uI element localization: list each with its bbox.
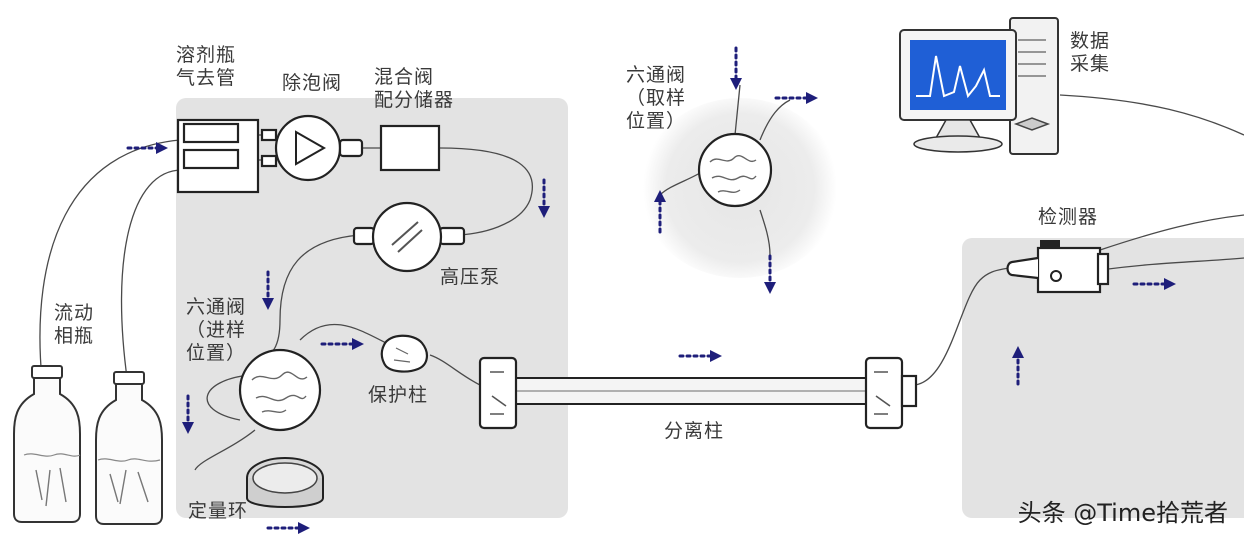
label-mixer: 混合阀 配分储器 xyxy=(374,66,455,111)
mixer-icon xyxy=(379,124,441,172)
label-high-pressure-pump: 高压泵 xyxy=(440,266,501,288)
label-solvent-bottles: 流动 相瓶 xyxy=(54,302,95,347)
column-icon xyxy=(478,356,918,430)
high-pressure-pump-icon xyxy=(352,201,466,273)
guard-column-icon xyxy=(380,334,428,373)
label-six-port-valve-inject: 六通阀 （进样 位置） xyxy=(186,296,247,364)
label-six-port-valve-load: 六通阀 （取样 位置） xyxy=(626,64,687,132)
computer-icon xyxy=(899,17,1059,155)
label-detector: 检测器 xyxy=(1038,206,1099,228)
sample-loop-icon xyxy=(246,457,324,508)
solvent-bottle-icon xyxy=(13,365,81,523)
valve-icon xyxy=(697,132,773,208)
pump-icon xyxy=(260,114,364,182)
manifold-icon xyxy=(176,118,260,194)
detector-icon xyxy=(1006,240,1110,294)
solvent-bottle-icon xyxy=(95,371,163,525)
label-data-system: 数据 采集 xyxy=(1070,30,1111,75)
label-solvent-filter: 溶剂瓶 气去管 xyxy=(176,44,237,89)
watermark: 头条 @Time拾荒者 xyxy=(1017,499,1228,527)
label-column: 分离柱 xyxy=(664,420,725,442)
label-sample-loop: 定量环 xyxy=(188,500,249,522)
label-guard-column: 保护柱 xyxy=(368,384,429,406)
valve-icon xyxy=(238,348,322,432)
flow-arrow-icon xyxy=(126,46,1176,534)
label-degasser: 除泡阀 xyxy=(282,72,343,94)
